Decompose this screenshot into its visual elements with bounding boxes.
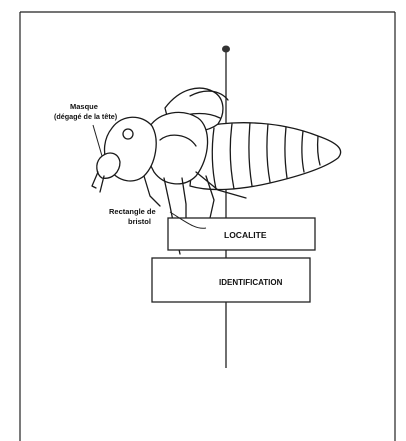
pin: [222, 46, 230, 369]
card-localite: LOCALITE: [168, 218, 315, 250]
card-identification: IDENTIFICATION: [152, 258, 310, 302]
label-masque-detail: (dégagé de la tête): [54, 112, 118, 121]
label-bristol: bristol: [128, 217, 151, 226]
label-masque: Masque: [70, 102, 98, 111]
label-rectangle: Rectangle de: [109, 207, 156, 216]
card-identification-label: IDENTIFICATION: [219, 278, 283, 287]
card-localite-label: LOCALITE: [224, 230, 267, 240]
pin-head-icon: [222, 46, 230, 53]
